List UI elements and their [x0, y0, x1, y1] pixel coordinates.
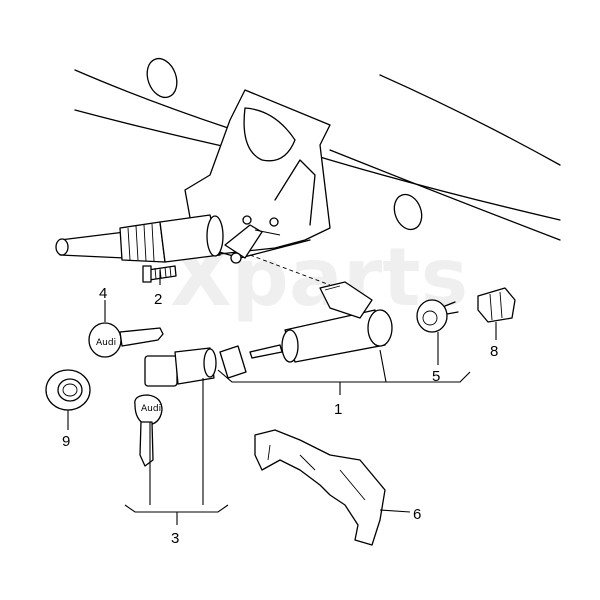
callout-9: 9 — [62, 433, 70, 450]
lock-lever-linkage — [224, 215, 331, 286]
callout-4: 4 — [99, 285, 107, 302]
column-support-bracket — [74, 57, 561, 259]
part-8-connector — [477, 287, 516, 323]
part-3-lock-cylinder-keys: Audi — [134, 347, 217, 467]
steering-column-shaft — [55, 214, 224, 263]
leader-lines — [67, 270, 497, 525]
part-6-cover — [254, 429, 386, 546]
callout-1: 1 — [334, 401, 342, 418]
callout-6: 6 — [413, 506, 421, 523]
part-5-ignition-switch — [416, 299, 459, 333]
part-1-lock-housing — [219, 281, 393, 379]
key-brand-text: Audi — [96, 338, 116, 348]
callout-8: 8 — [490, 343, 498, 360]
callout-2: 2 — [154, 291, 162, 308]
part-9-seal-ring — [45, 369, 91, 411]
key-brand-text-2: Audi — [141, 404, 161, 414]
callout-5: 5 — [432, 368, 440, 385]
part-4-key: Audi — [88, 322, 164, 358]
callout-3: 3 — [171, 530, 179, 547]
